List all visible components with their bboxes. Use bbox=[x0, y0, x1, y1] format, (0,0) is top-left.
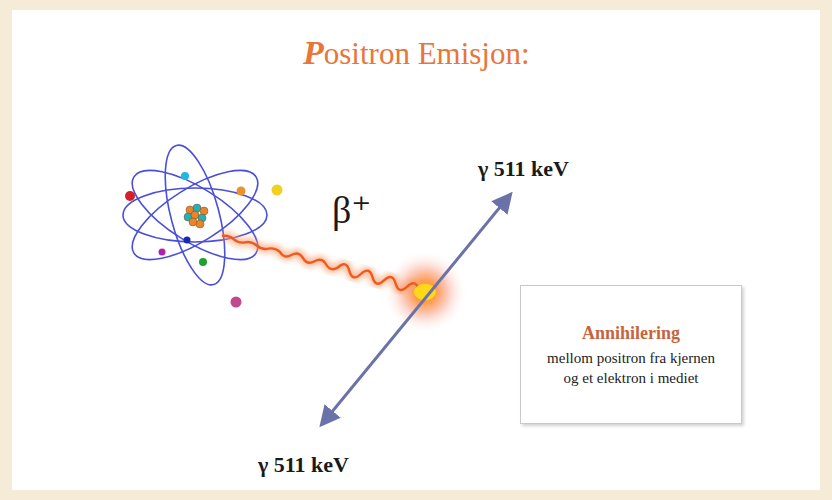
positron-track bbox=[221, 231, 420, 294]
annotation-box: Annihilering mellom positron fra kjernen … bbox=[520, 285, 742, 424]
atom bbox=[120, 139, 271, 291]
beta-label: β⁺ bbox=[332, 188, 371, 232]
box-heading: Annihilering bbox=[533, 323, 729, 344]
title: Positron Emisjon: bbox=[303, 34, 530, 72]
gamma-label: γ 511 keV bbox=[478, 156, 569, 182]
gamma-label: γ 511 keV bbox=[258, 452, 349, 478]
box-body: mellom positron fra kjernen og et elektr… bbox=[533, 348, 729, 389]
electrons bbox=[125, 172, 283, 308]
nucleus bbox=[184, 204, 208, 228]
